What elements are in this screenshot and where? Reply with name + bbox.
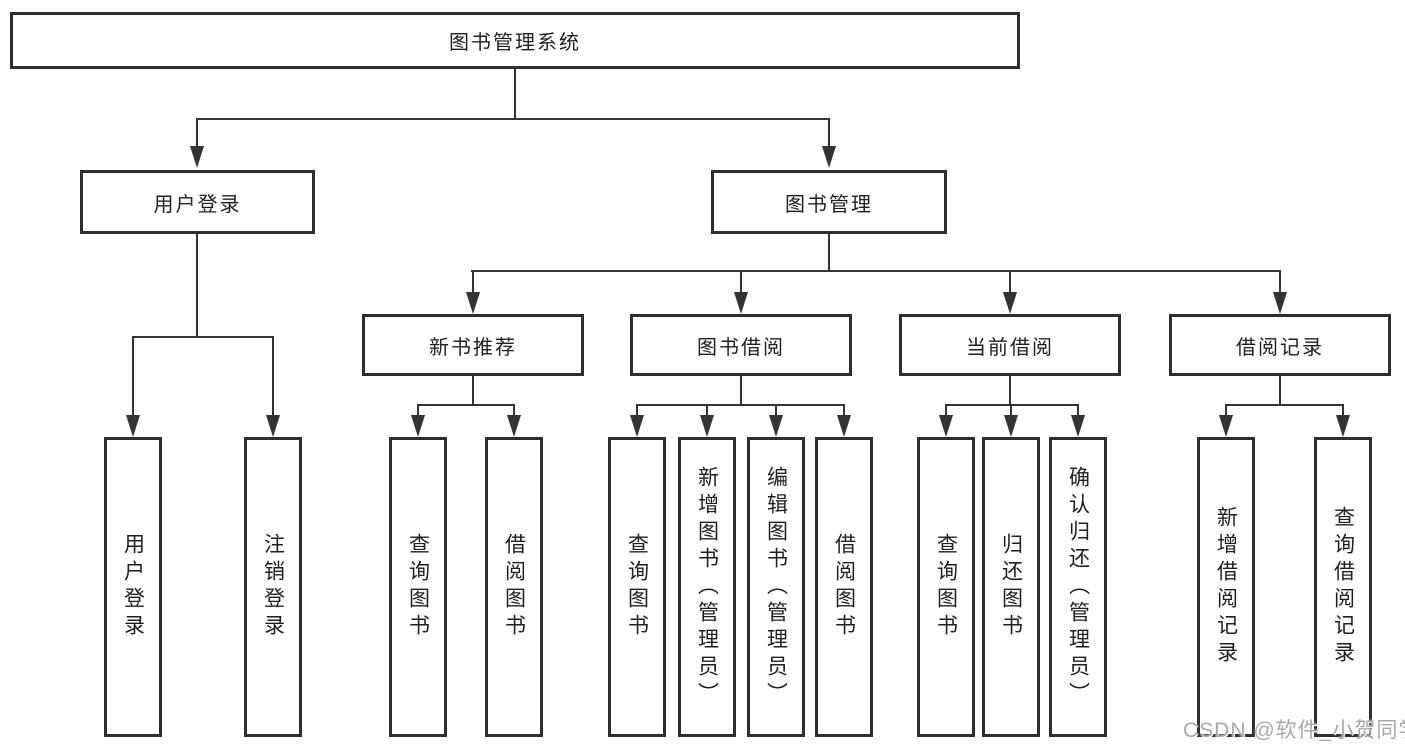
node-new-book-recommend: 新书推荐 [362, 314, 584, 376]
leaf-edit-books-admin: 编辑图书（管理员） [747, 437, 805, 737]
arrow-down-icon [1273, 292, 1287, 314]
arrow-down-icon [1003, 292, 1017, 314]
arrow-down-icon [266, 415, 280, 437]
arrow-down-icon [126, 415, 140, 437]
connector-drop [513, 404, 515, 415]
arrow-down-icon [822, 146, 836, 168]
connector-drop [132, 336, 134, 415]
connector-level2-bar [471, 270, 1281, 272]
connector-bar [636, 404, 845, 406]
connector-level1-bar [196, 118, 830, 120]
connector-drop [1009, 270, 1011, 292]
arrow-down-icon [700, 415, 714, 437]
connector-stem [1009, 376, 1011, 404]
arrow-down-icon [1004, 415, 1018, 437]
leaf-return-books: 归还图书 [982, 437, 1040, 737]
node-book-management: 图书管理 [711, 170, 947, 234]
arrow-down-icon [734, 292, 748, 314]
leaf-confirm-return-admin: 确认归还（管理员） [1049, 437, 1107, 737]
connector-bar [132, 336, 274, 338]
arrow-down-icon [1336, 415, 1350, 437]
csdn-watermark: CSDN @软件_小贺同学 [1183, 719, 1405, 742]
leaf-borrow-books-recommend: 借阅图书 [485, 437, 543, 737]
connector-drop [945, 404, 947, 415]
connector-drop [1077, 404, 1079, 415]
arrow-down-icon [411, 415, 425, 437]
connector-bar [945, 404, 1079, 406]
arrow-down-icon [466, 292, 480, 314]
connector-stem [828, 234, 830, 270]
connector-drop [775, 404, 777, 415]
connector-drop [1225, 404, 1227, 415]
leaf-user-login: 用户登录 [104, 437, 162, 737]
arrow-down-icon [769, 415, 783, 437]
leaf-add-borrow-record: 新增借阅记录 [1197, 437, 1255, 737]
connector-drop [472, 270, 474, 292]
node-borrow-records: 借阅记录 [1169, 314, 1391, 376]
node-root: 图书管理系统 [10, 12, 1020, 69]
leaf-query-books-current: 查询图书 [917, 437, 975, 737]
connector-drop [828, 118, 830, 146]
arrow-down-icon [939, 415, 953, 437]
node-book-borrow: 图书借阅 [630, 314, 852, 376]
node-current-borrow: 当前借阅 [899, 314, 1121, 376]
connector-drop [636, 404, 638, 415]
leaf-query-books-recommend: 查询图书 [389, 437, 447, 737]
connector-stem [472, 376, 474, 404]
arrow-down-icon [837, 415, 851, 437]
connector-drop [272, 336, 274, 415]
node-user-login: 用户登录 [80, 170, 315, 234]
arrow-down-icon [1219, 415, 1233, 437]
connector-stem [1279, 376, 1281, 404]
leaf-query-borrow-record: 查询借阅记录 [1314, 437, 1372, 737]
leaf-query-books-borrow: 查询图书 [608, 437, 666, 737]
arrow-down-icon [630, 415, 644, 437]
connector-bar [417, 404, 515, 406]
connector-drop [1342, 404, 1344, 415]
connector-stem [196, 234, 198, 336]
arrow-down-icon [190, 146, 204, 168]
connector-stem [740, 376, 742, 404]
connector-bar [1225, 404, 1344, 406]
connector-drop [417, 404, 419, 415]
connector-drop [706, 404, 708, 415]
leaf-logout: 注销登录 [244, 437, 302, 737]
connector-root-stem [514, 69, 516, 118]
arrow-down-icon [1071, 415, 1085, 437]
leaf-borrow-books: 借阅图书 [815, 437, 873, 737]
connector-drop [1010, 404, 1012, 415]
connector-drop [1279, 270, 1281, 292]
connector-drop [196, 118, 198, 146]
leaf-add-books-admin: 新增图书（管理员） [678, 437, 736, 737]
connector-drop [740, 270, 742, 292]
arrow-down-icon [507, 415, 521, 437]
connector-drop [843, 404, 845, 415]
